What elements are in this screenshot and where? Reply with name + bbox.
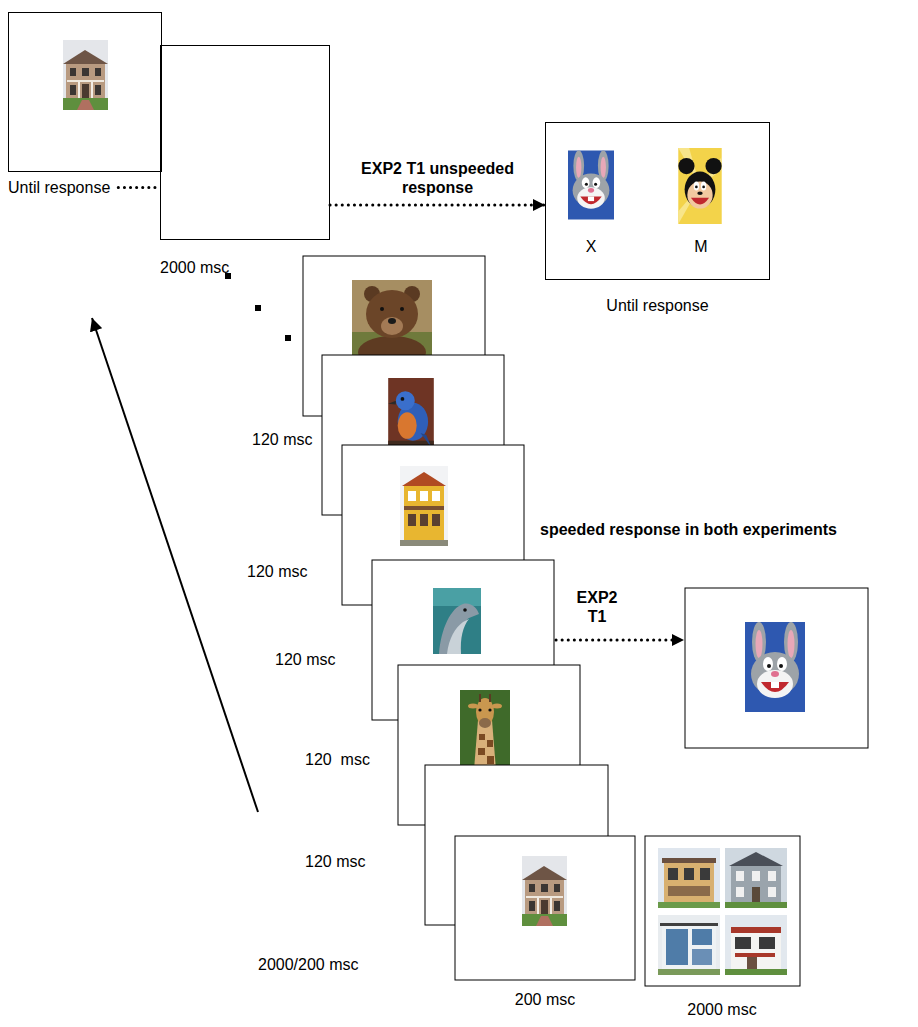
- frame-border: XM: [545, 122, 770, 280]
- target-arrow: [556, 640, 684, 641]
- duration-label: 120 msc: [305, 750, 370, 769]
- dolphin-photo: [433, 588, 481, 654]
- condition-label: speeded response in both experiments: [540, 520, 837, 539]
- house-photo: [725, 848, 787, 908]
- dotted-connector: [118, 186, 160, 189]
- frame-border: [160, 45, 330, 240]
- duration-label: 120 msc: [305, 852, 365, 871]
- frame-border: [8, 12, 162, 172]
- building-photo: [400, 466, 448, 546]
- condition-label: EXP2 T1: [572, 588, 622, 626]
- stimulus-frame: XMUntil response: [545, 122, 770, 315]
- duration-label: 200 msc: [495, 990, 595, 1009]
- target-frame: [685, 588, 868, 748]
- duration-label: 120 msc: [275, 650, 335, 669]
- sequence-dots: [225, 273, 291, 341]
- cartoon-rabbit: [745, 622, 805, 712]
- mask-frame: [645, 836, 800, 986]
- house-photo: [63, 40, 108, 110]
- cartoon-mouse: [678, 148, 721, 224]
- house-photo: [658, 848, 720, 908]
- stimulus-frame: 2000 msc: [160, 45, 330, 277]
- duration-label: 2000/200 msc: [258, 955, 359, 974]
- duration-label: 2000 msc: [672, 1000, 772, 1019]
- response-key: M: [681, 237, 721, 256]
- duration-caption: Until response: [545, 296, 770, 315]
- cartoon-rabbit: [568, 151, 614, 220]
- mask-houses: [658, 848, 787, 975]
- stimulus-frame: [455, 836, 635, 980]
- house-photo: [522, 856, 567, 926]
- house-photo: [658, 915, 720, 975]
- dotted-connector: [330, 204, 545, 207]
- stimulus-frame: Until response: [8, 12, 162, 197]
- trial-arrow: [92, 318, 258, 812]
- duration-label: 120 msc: [247, 562, 307, 581]
- bird-photo: [388, 378, 434, 454]
- duration-label: 120 msc: [252, 430, 312, 449]
- condition-label: EXP2 T1 unspeeded response: [348, 159, 528, 197]
- house-photo: [725, 915, 787, 975]
- duration-caption: Until response: [8, 178, 162, 197]
- duration-caption: 2000 msc: [160, 258, 330, 277]
- response-key: X: [571, 237, 611, 256]
- giraffe-photo: [460, 690, 510, 770]
